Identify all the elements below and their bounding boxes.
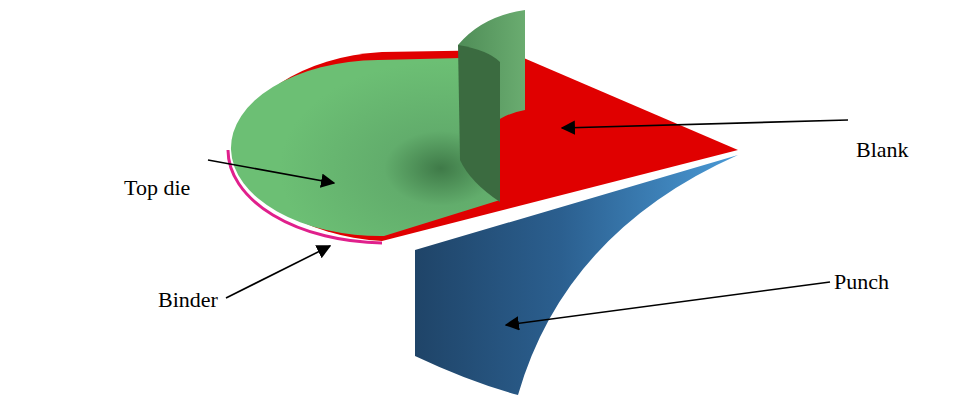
- part-label: Top die: [124, 176, 190, 200]
- leader-arrow: [226, 246, 330, 298]
- part-label: Binder: [158, 288, 218, 312]
- leader-arrow: [208, 160, 334, 183]
- leader-arrow: [562, 120, 848, 128]
- part-label: Punch: [834, 270, 889, 294]
- top-die-wall-front: [458, 45, 500, 202]
- part-label: Blank: [856, 138, 909, 162]
- leader-arrow: [506, 282, 830, 325]
